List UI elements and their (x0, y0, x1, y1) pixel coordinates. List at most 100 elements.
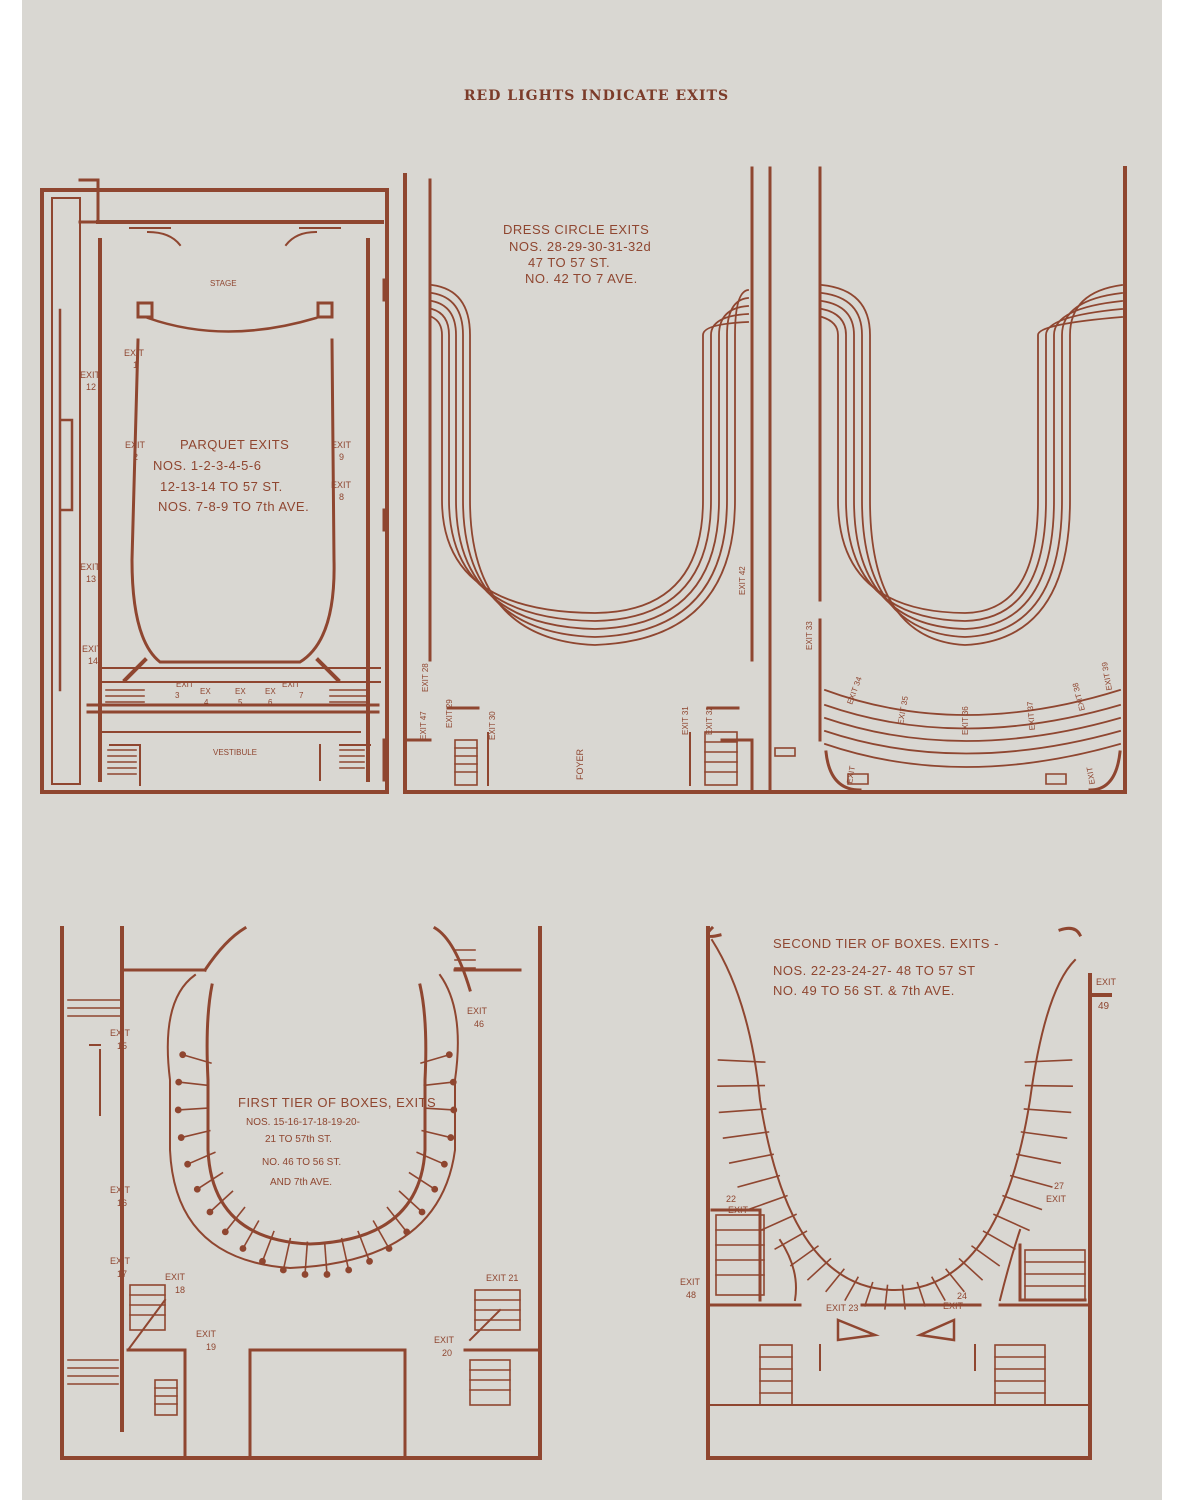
second-tier-box-spoke (728, 1153, 774, 1164)
first-tier-box-marker (175, 1078, 183, 1086)
first-tier-box-spoke (340, 1237, 350, 1271)
dress-circle-line-3: NO. 42 TO 7 AVE. (525, 271, 638, 286)
first-tier-box-spoke (304, 1241, 309, 1275)
first-tier-plan (60, 925, 542, 1460)
first-tier-box-marker (174, 1106, 182, 1114)
exit-number-27: 27 (1054, 1181, 1064, 1191)
page-heading: RED LIGHTS INDICATE EXITS (463, 88, 730, 104)
first-tier-box-spoke (187, 1151, 216, 1165)
exit-39: EXIT 39 (1100, 661, 1114, 691)
first-tier-line-3: NO. 46 TO 56 ST. (262, 1157, 341, 1168)
second-tier-box-spoke (760, 1213, 798, 1232)
first-tier-box-marker (206, 1208, 214, 1216)
exit-word-9: EXIT (331, 440, 352, 450)
parquet-line-1: NOS. 1-2-3-4-5-6 (153, 458, 261, 473)
first-tier-box-marker (449, 1078, 457, 1086)
first-tier-box-marker (301, 1271, 309, 1278)
first-tier-box-spoke (181, 1129, 211, 1139)
exit-32: EXIT 32 (705, 706, 714, 735)
second-tier-box-spoke (1023, 1108, 1072, 1114)
first-tier-box-spoke (178, 1107, 209, 1111)
exit-unnumbered-right: EXIT (1085, 766, 1097, 785)
first-tier-box-marker (440, 1160, 448, 1168)
exit-word-3: EXIT (176, 680, 194, 689)
first-tier-box-spoke (423, 1081, 454, 1087)
second-tier-line-2: NO. 49 TO 56 ST. & 7th AVE. (773, 983, 955, 998)
foyer-label: FOYER (575, 748, 585, 780)
second-tier-box-spoke (916, 1281, 927, 1307)
exit-21: EXIT 21 (486, 1273, 518, 1283)
first-tier-box-spoke (282, 1237, 292, 1271)
first-tier-box-marker (184, 1160, 192, 1168)
first-tier-box-marker (366, 1257, 373, 1265)
first-tier-box-marker (259, 1257, 266, 1265)
ex-word-5: EX (235, 687, 246, 696)
second-tier-box-spoke (718, 1108, 767, 1114)
exit-word-1: EXIT (124, 348, 145, 358)
first-tier-box-spoke (398, 1190, 423, 1213)
first-tier-line-2: 21 TO 57th ST. (265, 1134, 332, 1145)
exit-37: EXIT 37 (1025, 701, 1037, 731)
first-tier-box-spoke (357, 1230, 371, 1262)
exit-word-48: EXIT (680, 1277, 701, 1287)
exit-word-17: EXIT (110, 1256, 131, 1266)
exit-number-5: 5 (238, 698, 243, 707)
first-tier-box-markers (174, 1051, 458, 1278)
second-tier-box-spoke (1002, 1194, 1043, 1211)
dress-circle-line-1: NOS. 28-29-30-31-32d (509, 239, 651, 254)
second-tier-box-spoke (722, 1131, 770, 1139)
dress-circle-plan (403, 166, 1127, 794)
exit-word-7: EXIT (282, 680, 300, 689)
second-tier-box-spoke (1020, 1131, 1068, 1139)
second-tier-box-spoke (971, 1245, 1001, 1267)
exit-word-49: EXIT (1096, 977, 1117, 987)
exit-number-15: 15 (117, 1041, 127, 1051)
vestibule-label: VESTIBULE (213, 748, 257, 757)
first-tier-box-spoke (242, 1220, 260, 1249)
exit-word-24: EXIT (943, 1301, 964, 1311)
second-tier-box-spoke (1024, 1084, 1073, 1088)
exit-number-14: 14 (88, 656, 98, 666)
second-tier-box-spoke (774, 1230, 808, 1251)
parquet-line-3: NOS. 7-8-9 TO 7th AVE. (158, 499, 309, 514)
ex-word-6: EX (265, 687, 276, 696)
second-tier-box-spoke (1009, 1174, 1053, 1188)
first-tier-line-4: AND 7th AVE. (270, 1177, 332, 1188)
exit-number-49: 49 (1098, 1001, 1110, 1012)
exit-47: EXIT 47 (419, 711, 428, 740)
first-tier-box-spoke (224, 1206, 246, 1233)
exit-number-4: 4 (204, 698, 209, 707)
exit-23: EXIT 23 (826, 1303, 858, 1313)
exit-word-13: EXIT (80, 562, 101, 572)
ex-word-4: EX (200, 687, 211, 696)
second-tier-box-spoke (717, 1059, 766, 1063)
dress-circle-line-2: 47 TO 57 ST. (528, 255, 610, 270)
exit-number-48: 48 (686, 1290, 696, 1300)
second-tier-title: SECOND TIER OF BOXES. EXITS - (773, 936, 999, 951)
exit-number-19: 19 (206, 1342, 216, 1352)
exit-number-17: 17 (117, 1269, 127, 1279)
second-tier-box-spoke (717, 1084, 766, 1088)
exit-word-27: EXIT (1046, 1194, 1067, 1204)
first-tier-box-marker (385, 1245, 393, 1252)
first-tier-box-spoke (408, 1171, 436, 1190)
exit-number-16: 16 (117, 1198, 127, 1208)
first-tier-box-spoke (196, 1171, 224, 1190)
exit-number-18: 18 (175, 1285, 185, 1295)
first-tier-box-marker (193, 1185, 201, 1193)
second-tier-box-spoke (958, 1257, 984, 1281)
first-tier-box-marker (447, 1134, 455, 1141)
first-tier-box-spoke (209, 1190, 234, 1213)
program-page (22, 0, 1162, 1500)
exit-word-12: EXIT (80, 370, 101, 380)
exit-word-18: EXIT (165, 1272, 186, 1282)
first-tier-box-spoke (421, 1129, 451, 1139)
first-tier-box-marker (450, 1106, 458, 1114)
stage-label: STAGE (210, 279, 237, 288)
first-tier-box-spoke (423, 1107, 454, 1111)
first-tier-box-marker (418, 1208, 426, 1216)
parquet-line-2: 12-13-14 TO 57 ST. (160, 479, 283, 494)
exit-word-22: EXIT (728, 1205, 749, 1215)
second-tier-box-markers (717, 1059, 1073, 1310)
